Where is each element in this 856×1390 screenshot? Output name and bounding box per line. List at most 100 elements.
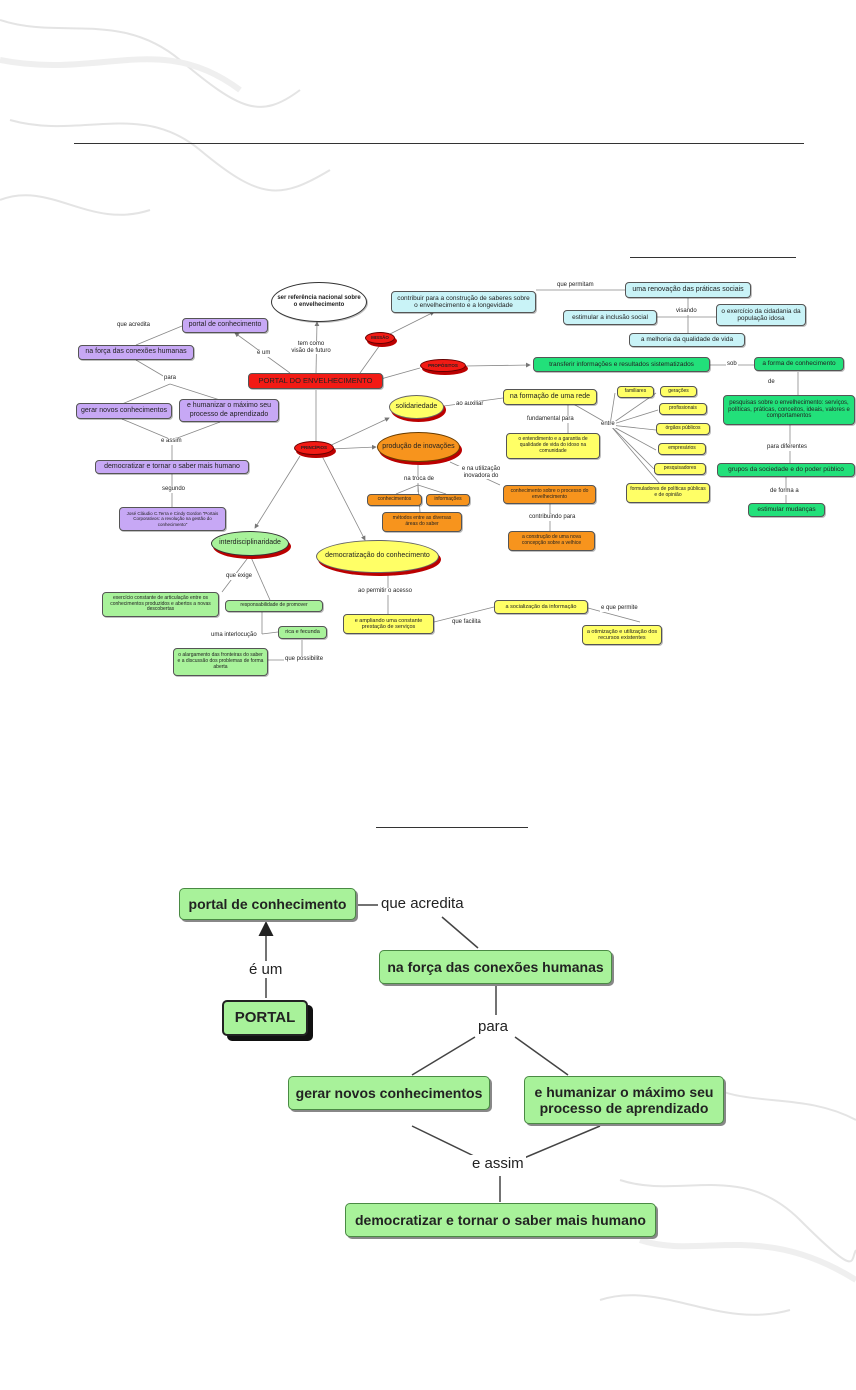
big-label-para: para [476,1018,511,1035]
edge [121,418,173,441]
label-para: para [163,375,178,382]
label-de-forma-a: de forma a [769,488,800,495]
label-e-assim: e assim [160,438,183,445]
node-inclusao[interactable]: estimular a inclusão social [563,310,657,325]
label-para-diferentes: para diferentes [766,444,809,451]
edge [609,424,655,470]
node-solidariedade[interactable]: solidariedade [389,395,444,419]
edge [465,362,531,368]
node-gerar[interactable]: gerar novos conhecimentos [76,403,172,419]
node-familiares[interactable]: familiares [617,386,654,398]
node-democratizacao[interactable]: democratização do conhecimento [316,540,439,573]
node-metodos[interactable]: métodos entre as diversas áreas do saber [382,512,462,532]
edge [121,383,171,405]
label-e-que-permite: e que permite [600,605,639,612]
node-transferir[interactable]: transferir informações e resultados sist… [533,357,710,372]
label-e-um: é um [256,350,272,357]
node-jose[interactable]: José Cláudio C.Terra e Cindy Gordon "Por… [119,507,226,531]
edge [587,607,641,623]
node-empresarios[interactable]: empresários [658,443,706,455]
big-node-gerar[interactable]: gerar novos conhecimentos [288,1076,490,1110]
node-grupos[interactable]: grupos da sociedade e do poder público [717,463,855,477]
edge [411,1125,479,1159]
edge [249,554,271,601]
label-contribuindo-para: contribuindo para [528,514,577,521]
label-sob: sob [726,361,738,368]
edge [609,392,657,426]
node-estimular-mudancas[interactable]: estimular mudanças [748,503,825,517]
node-socializacao[interactable]: a socialização da informação [494,600,588,614]
label-visando: visando [675,308,698,315]
edge [359,344,381,374]
label-fundamental-para: fundamental para [526,416,575,423]
big-node-humanizar[interactable]: e humanizar o máximo seu processo de apr… [524,1076,724,1124]
edge [411,1036,476,1076]
node-contribuir[interactable]: contribuir para a construção de saberes … [391,291,536,313]
edge [169,383,221,401]
label-tem-como: tem como visão de futuro [290,341,332,355]
caption-rule-1 [630,257,796,258]
node-propositos[interactable]: PROPÓSITOS [420,359,466,372]
node-missao[interactable]: MISSÃO [365,332,395,344]
node-otimizacao[interactable]: a otimização e utilização dos recursos e… [582,625,662,645]
node-geracoes[interactable]: gerações [660,386,697,397]
node-informacoes[interactable]: informações [426,494,470,506]
node-conhecimento-processo[interactable]: conhecimento sobre o processo do envelhe… [503,485,596,504]
big-label-e-um: é um [247,961,285,978]
node-producao[interactable]: produção de inovações [377,432,460,462]
big-node-portal-conhecimento[interactable]: portal de conhecimento [179,888,356,920]
label-e-na-utilizacao: e na utilização inovadora do [455,466,507,480]
node-exercicio[interactable]: exercício constante de articulação entre… [102,592,219,617]
node-orgaos[interactable]: órgãos públicos [656,423,710,435]
label-de: de [767,379,776,386]
node-interdisciplinaridade[interactable]: interdisciplinaridade [211,531,289,556]
node-referencia[interactable]: ser referência nacional sobre o envelhec… [271,282,367,322]
node-profissionais[interactable]: profissionais [659,403,707,415]
node-formuladores[interactable]: formuladores de políticas públicas e de … [626,483,710,503]
label-uma-interlocucao: uma interlocução [210,632,258,639]
node-democratizar[interactable]: democratizar e tornar o saber mais human… [95,460,249,474]
node-forca[interactable]: na força das conexões humanas [78,345,194,360]
node-portal-envelhecimento[interactable]: PORTAL DO ENVELHECIMENTO [248,373,383,389]
label-ao-auxiliar: ao auxiliar [455,401,485,408]
node-construcao-velhice[interactable]: a construção de uma nova concepção sobre… [508,531,595,551]
zoomed-map-connectors [258,904,601,1202]
node-humanizar[interactable]: e humanizar o máximo seu processo de apr… [179,399,279,422]
node-formacao-rede[interactable]: na formação de uma rede [503,389,597,405]
node-rica[interactable]: rica e fecunda [278,626,327,639]
edge [135,325,183,346]
node-conhecimentos[interactable]: conhecimentos [367,494,422,506]
edge [395,484,419,495]
edge [609,424,657,451]
edge [171,421,221,441]
node-alargamento[interactable]: o alargamento das fronteiras do saber e … [173,648,268,676]
edge [389,311,435,335]
node-pesquisas[interactable]: pesquisas sobre o envelhecimento: serviç… [723,395,855,425]
label-que-exige: que exige [225,573,254,580]
edge [514,1036,569,1076]
node-ampliando[interactable]: e ampliando uma constante prestação de s… [343,614,434,634]
label-que-possibilite: que possibilite [284,656,325,663]
label-ao-permitir: ao permitir o acesso [357,588,414,595]
edge [321,455,366,541]
node-responsabilidade[interactable]: responsabilidade de promover [225,600,323,612]
node-renovacao[interactable]: uma renovação das práticas sociais [625,282,751,298]
node-cidadania[interactable]: o exercício da cidadania da população id… [716,304,806,326]
node-melhoria[interactable]: a melhoria da qualidade de vida [629,333,745,347]
big-node-portal[interactable]: PORTAL [222,1000,308,1036]
node-principios[interactable]: PRINCÍPIOS [294,441,334,455]
label-na-troca-de: na troca de [403,476,436,483]
edge [523,1125,601,1159]
edge [433,606,495,623]
edge [441,916,479,949]
node-forma[interactable]: a forma de conhecimento [754,357,844,371]
big-node-forca[interactable]: na força das conexões humanas [379,950,612,984]
node-entendimento[interactable]: o entendimento e a garantia de qualidade… [506,433,600,459]
node-pesquisadores[interactable]: pesquisadores [654,463,706,475]
big-label-que-acredita: que acredita [379,895,466,912]
big-label-e-assim: e assim [470,1155,526,1172]
big-node-democratizar[interactable]: democratizar e tornar o saber mais human… [345,1203,656,1237]
label-entre: entre [600,421,616,428]
edge [254,455,301,529]
node-portal-conhecimento[interactable]: portal de conhecimento [182,318,268,333]
